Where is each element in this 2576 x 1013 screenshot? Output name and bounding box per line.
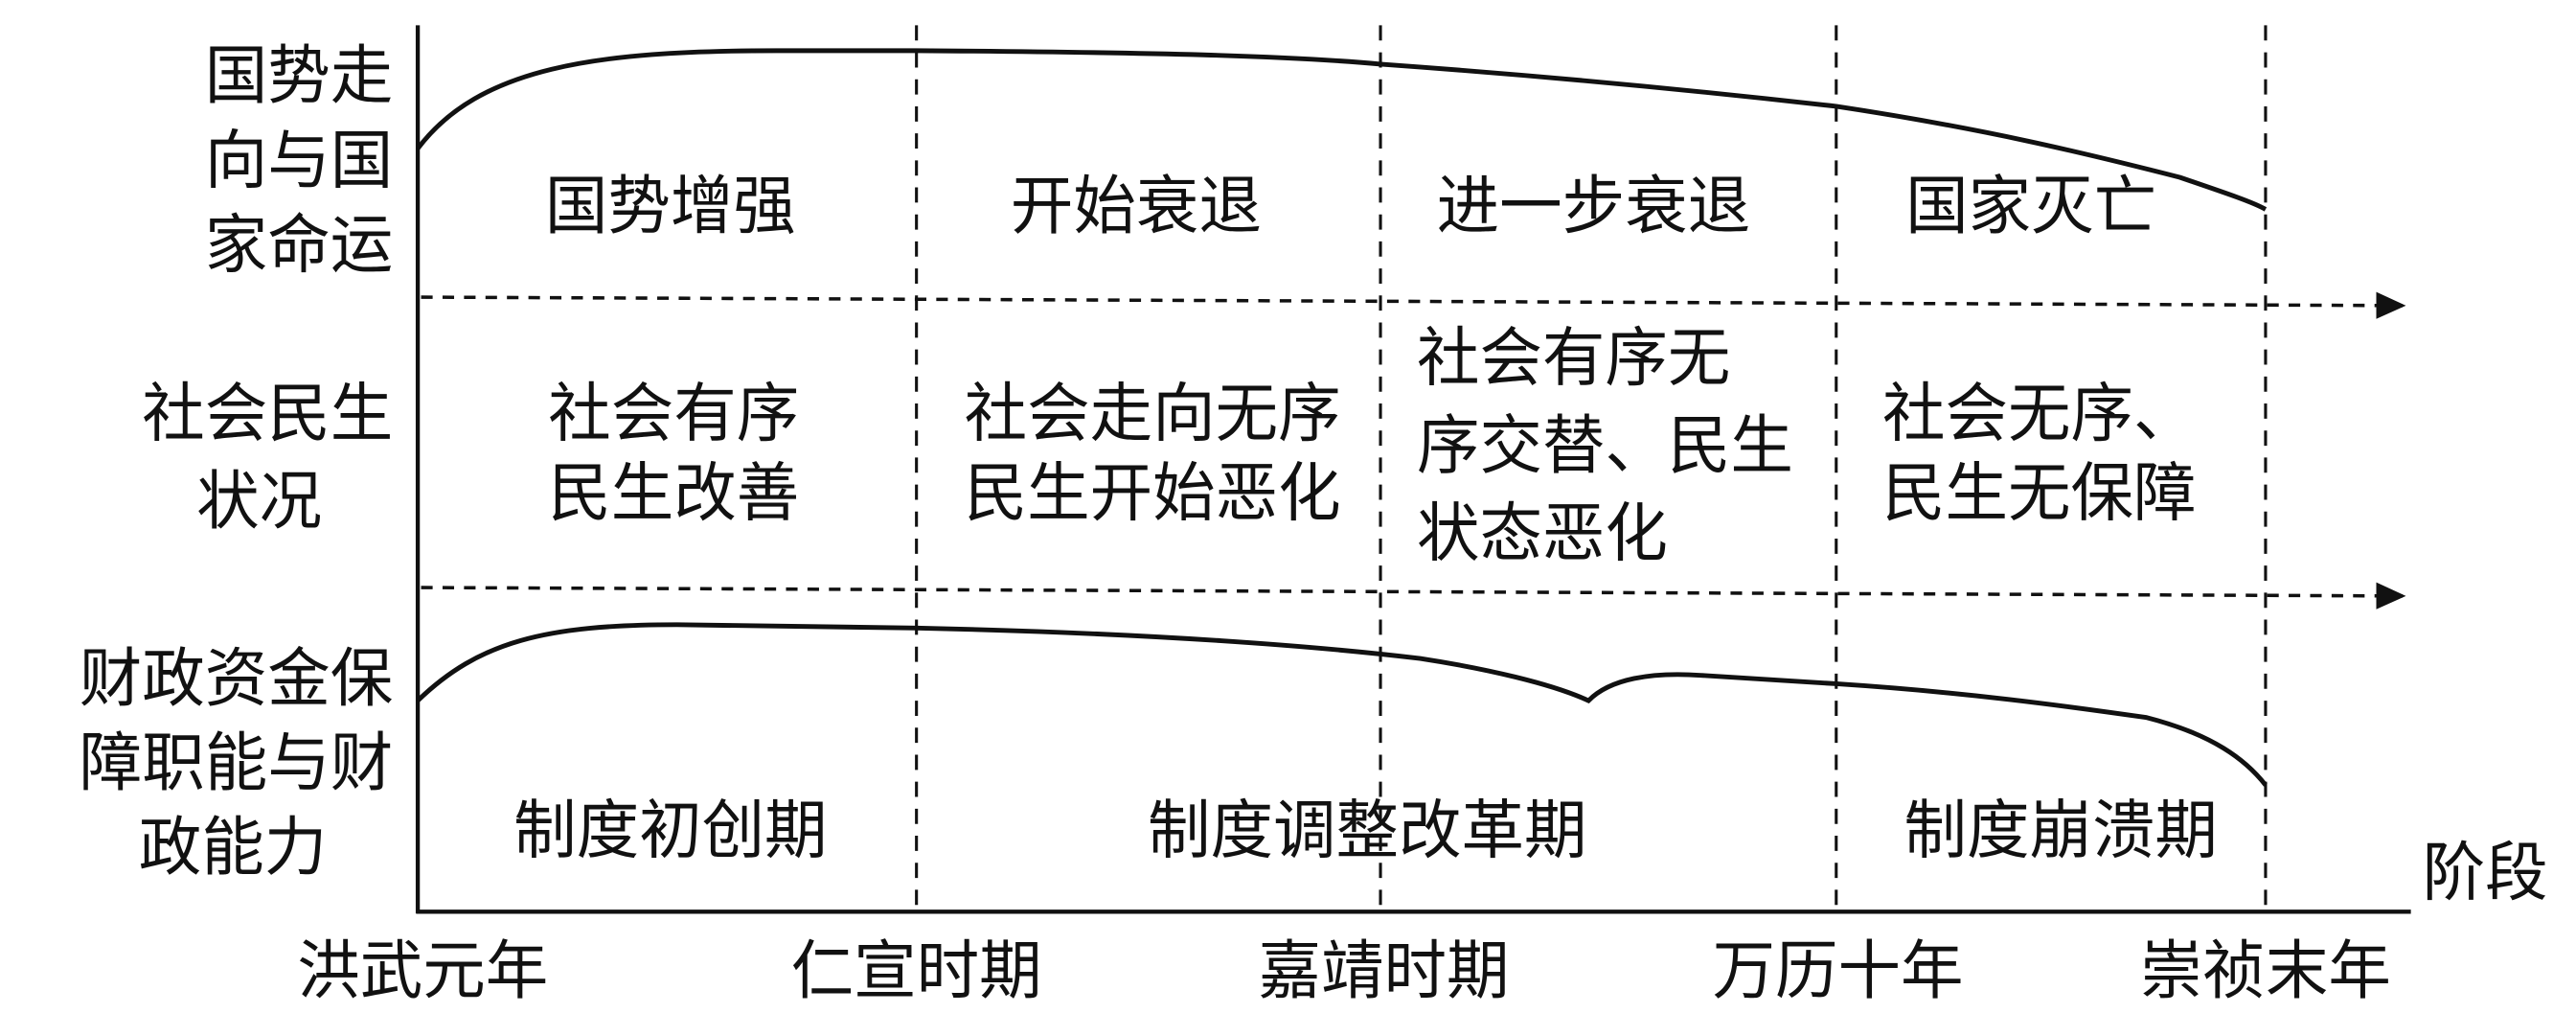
society-stage-3: 社会有序无 序交替、民生 状态恶化 xyxy=(1417,321,1793,571)
society-stage-2: 社会走向无序 民生开始恶化 xyxy=(965,377,1341,531)
row-divider-arrow-2 xyxy=(421,582,2406,610)
finance-stage-2: 制度调整改革期 xyxy=(1148,794,1586,868)
row-divider-arrow-1 xyxy=(421,291,2406,319)
society-stage-4: 社会无序、 民生无保障 xyxy=(1882,377,2196,531)
row-label-finance: 财政资金保 障职能与财 政能力 xyxy=(80,641,393,885)
national-stage-3: 进一步衰退 xyxy=(1437,169,1750,243)
finance-trend-curve xyxy=(416,622,2268,787)
x-tick-renxuan: 仁宣时期 xyxy=(791,933,1042,1008)
society-stage-1: 社会有序 民生改善 xyxy=(548,377,799,531)
svg-text:序交替、民生: 序交替、民生 xyxy=(1417,408,1793,483)
finance-stage-3: 制度崩溃期 xyxy=(1904,794,2217,868)
svg-text:民生改善: 民生改善 xyxy=(548,456,799,531)
svg-text:社会有序无: 社会有序无 xyxy=(1417,321,1730,396)
x-tick-wanli: 万历十年 xyxy=(1713,933,1964,1008)
svg-text:社会无序、: 社会无序、 xyxy=(1882,377,2196,451)
row-label-society: 社会民生 状况 xyxy=(142,377,393,539)
svg-text:政能力: 政能力 xyxy=(139,811,327,886)
national-stage-2: 开始衰退 xyxy=(1011,169,1262,243)
x-tick-jiajing: 嘉靖时期 xyxy=(1258,933,1509,1008)
finance-stage-1: 制度初创期 xyxy=(513,794,827,868)
svg-text:状况: 状况 xyxy=(196,464,322,539)
x-tick-chongzhen: 崇祯末年 xyxy=(2140,933,2391,1008)
svg-text:财政资金保: 财政资金保 xyxy=(80,641,393,716)
national-stage-4: 国家灭亡 xyxy=(1905,169,2156,243)
national-trend-curve xyxy=(416,48,2268,212)
svg-text:国势走: 国势走 xyxy=(205,39,393,114)
svg-text:向与国: 向与国 xyxy=(205,124,393,198)
svg-text:社会走向无序: 社会走向无序 xyxy=(965,377,1341,451)
x-axis-label: 阶段 xyxy=(2423,836,2548,910)
svg-text:社会民生: 社会民生 xyxy=(142,377,393,451)
svg-text:社会有序: 社会有序 xyxy=(548,377,799,451)
svg-text:民生无保障: 民生无保障 xyxy=(1882,456,2196,531)
svg-text:状态恶化: 状态恶化 xyxy=(1417,496,1668,571)
x-tick-hongwu: 洪武元年 xyxy=(297,933,548,1008)
svg-text:家命运: 家命运 xyxy=(205,208,393,283)
svg-text:障职能与财: 障职能与财 xyxy=(80,726,393,801)
svg-text:民生开始恶化: 民生开始恶化 xyxy=(965,456,1341,531)
row-label-national: 国势走 向与国 家命运 xyxy=(205,39,393,283)
national-stage-1: 国势增强 xyxy=(545,169,796,243)
